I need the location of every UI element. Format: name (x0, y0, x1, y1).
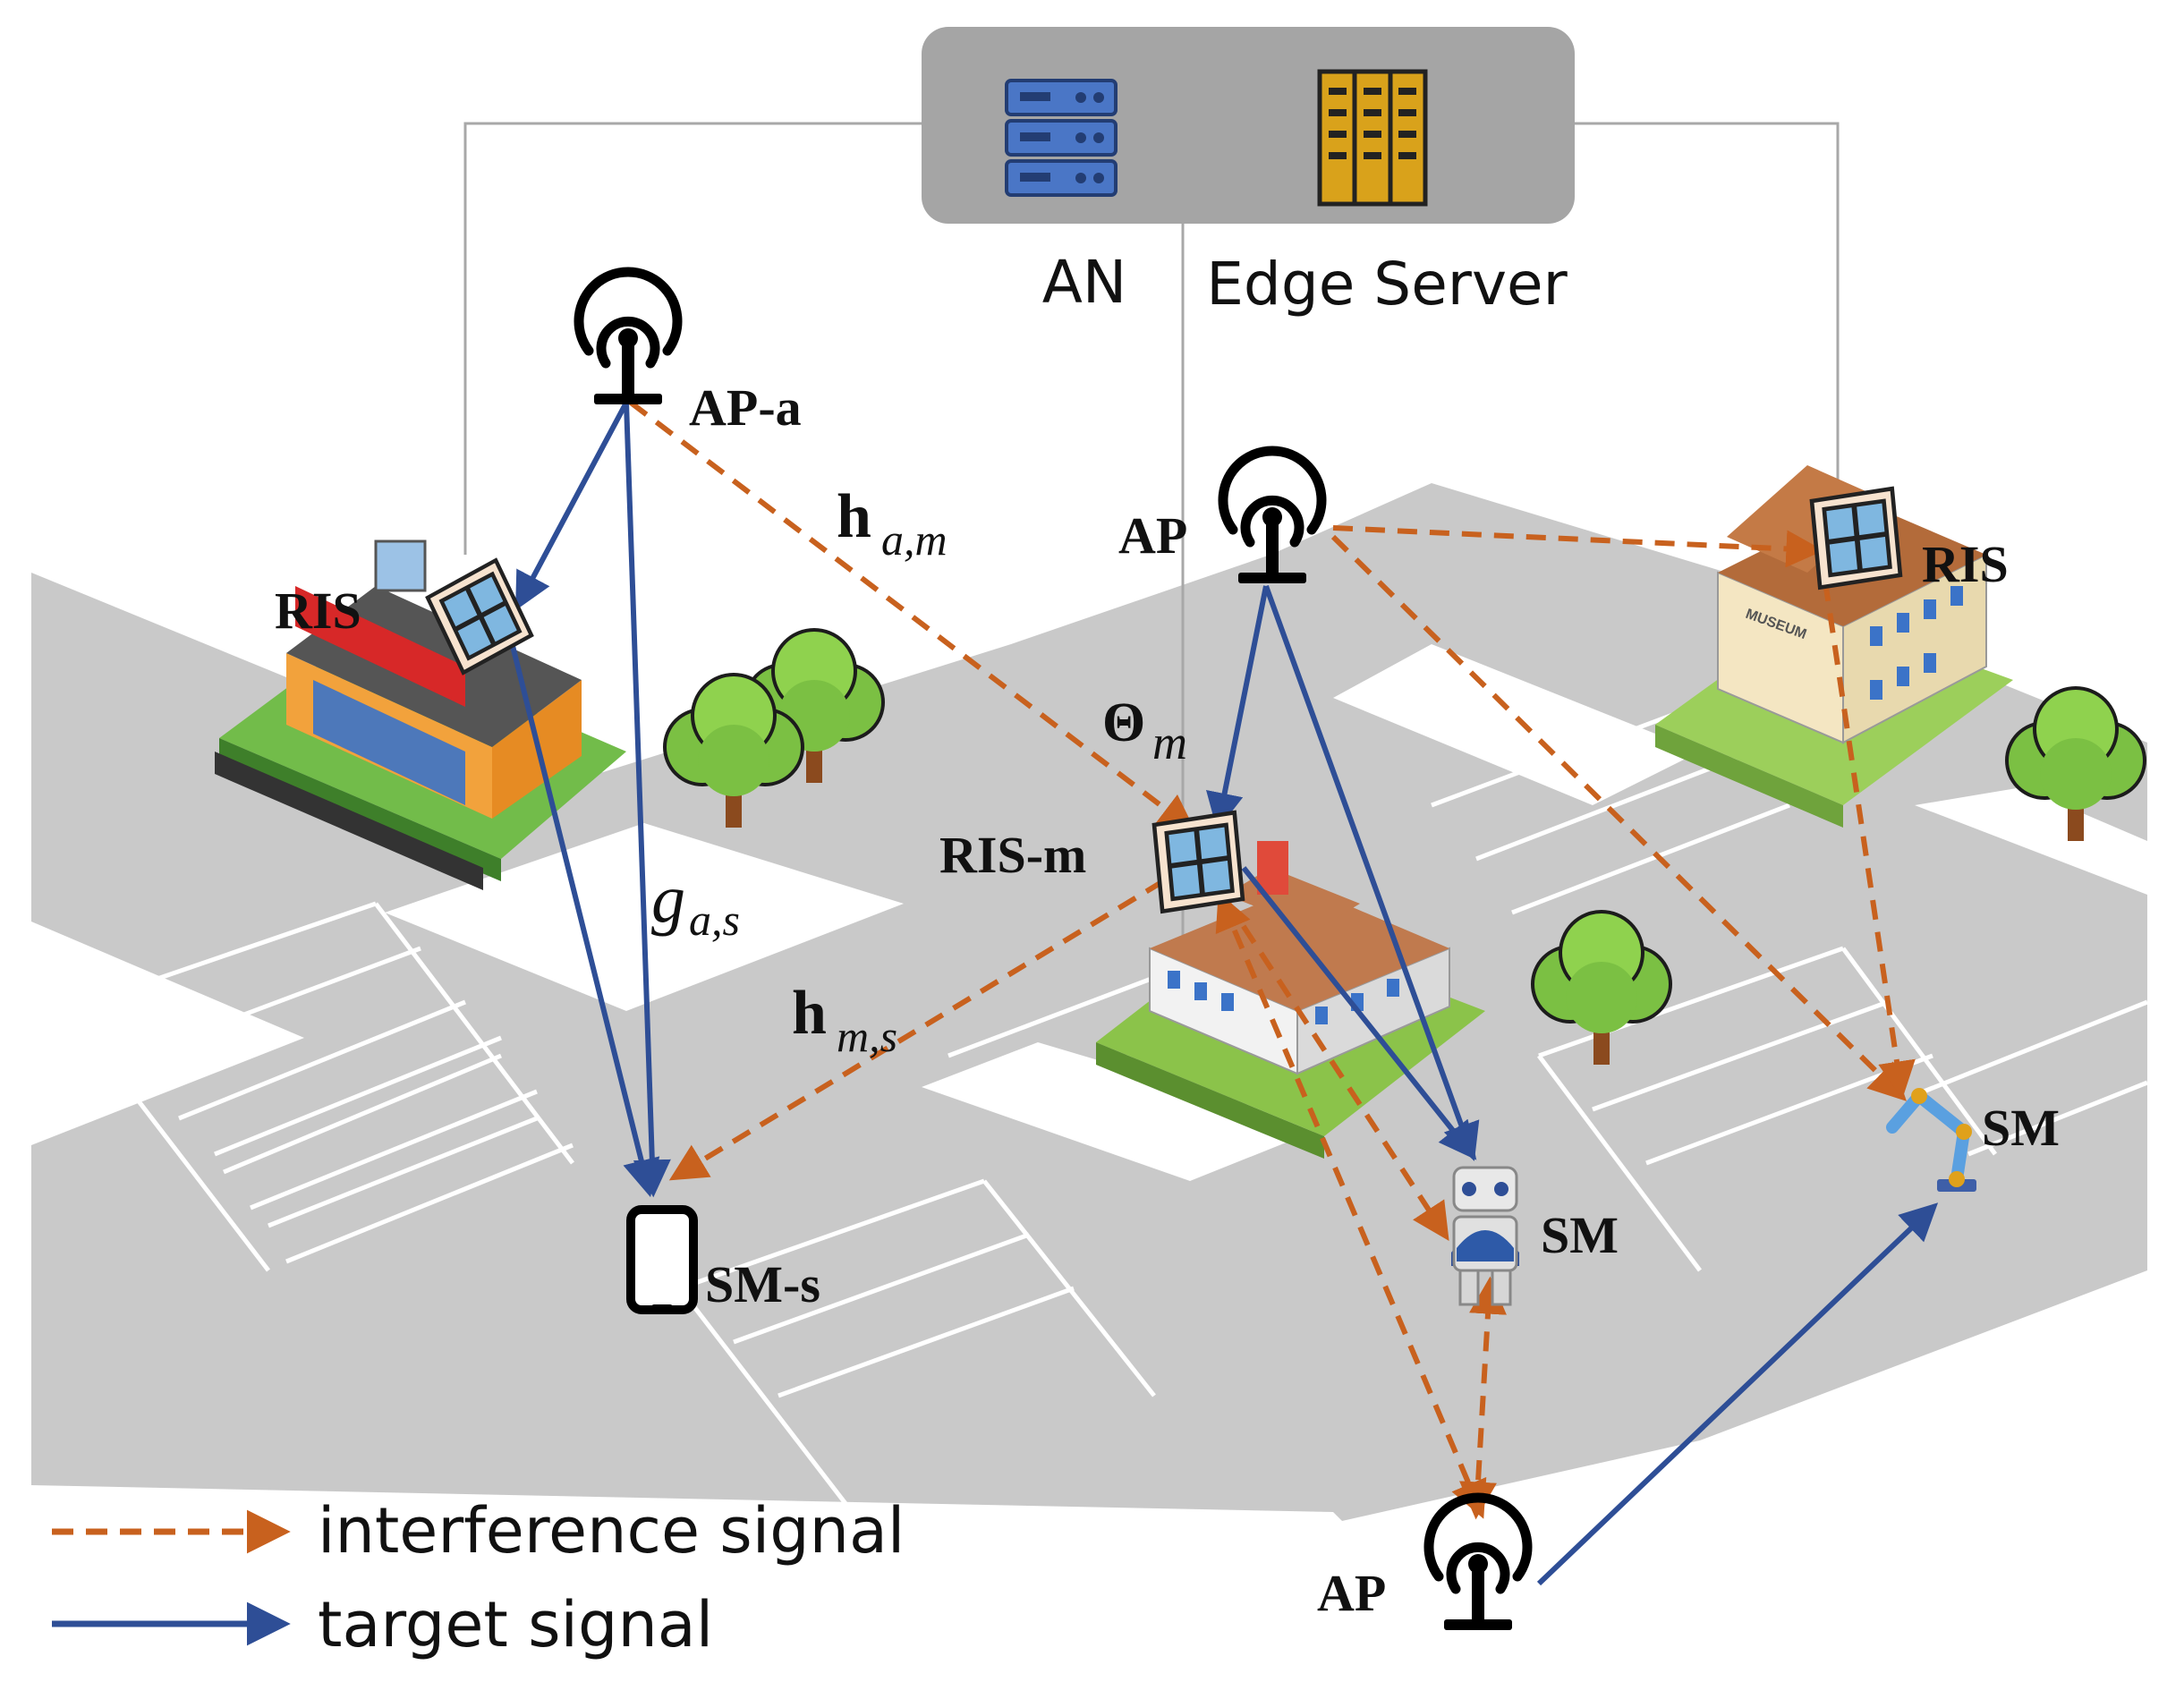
legend-interference-label: interference signal (318, 1494, 905, 1567)
channel-theta-m-sub: m (1152, 716, 1187, 769)
label-sm-arm: SM (1982, 1099, 2060, 1157)
interference-signal-links (629, 400, 1916, 1520)
channel-h-ms-sub: m,s (837, 1011, 897, 1061)
channel-h-ms: h m,s (792, 979, 897, 1061)
channel-h-ms-symbol: h (792, 979, 827, 1048)
robot-icon (1451, 1166, 1519, 1306)
link-ap-bottom-to-arm (1536, 1202, 1939, 1586)
link-apa-to-rism (629, 400, 1196, 833)
channel-theta-m-symbol: Θ (1102, 692, 1145, 753)
node-labels: AP-a AP AP RIS RIS-m RIS SM-s SM SM (275, 378, 2060, 1622)
link-ris-right-to-arm (1823, 581, 1916, 1100)
ris-panel-icon (1154, 812, 1243, 911)
antenna-icon (579, 272, 677, 404)
label-sm-robot: SM (1541, 1206, 1619, 1264)
label-ap-a: AP-a (689, 378, 802, 437)
restaurant-building (215, 539, 626, 890)
edge-server-label: Edge Server (1206, 250, 1568, 319)
label-ris-right: RIS (1922, 535, 2009, 593)
edge-server-icon (1317, 69, 1428, 207)
channel-h-am: h a,m (837, 482, 948, 565)
legend: interference signal target signal (52, 1494, 905, 1661)
label-ap-bottom: AP (1317, 1564, 1386, 1622)
link-ap-bottom-rism (1215, 892, 1487, 1519)
antenna-icon (1429, 1498, 1527, 1630)
channel-h-am-sub: a,m (881, 514, 948, 565)
core-network-box: AN Edge Server (922, 27, 1575, 319)
label-ris-left: RIS (275, 582, 361, 640)
channel-h-am-symbol: h (837, 482, 871, 551)
link-apa-to-ris-left (515, 401, 629, 611)
channel-theta-m: Θ m (1102, 692, 1187, 769)
link-ap-to-ris-right (1332, 525, 1824, 568)
link-ap-bottom-robot (1459, 1276, 1507, 1520)
label-sm-s: SM-s (705, 1255, 820, 1313)
server-rack-icon (1005, 79, 1117, 197)
link-ap-to-arm (1330, 534, 1907, 1101)
smartphone-icon (626, 1205, 698, 1314)
channel-labels: h a,m g a,s Θ m h m,s (651, 482, 1187, 1061)
link-apa-to-sms (624, 402, 671, 1198)
label-ap-center: AP (1118, 506, 1187, 565)
link-ris-left-to-sms (507, 634, 660, 1198)
channel-g-as-sub: a,s (689, 895, 740, 945)
robot-arm-icon (1886, 1088, 1976, 1192)
an-label: AN (1042, 248, 1127, 317)
legend-target-label: target signal (318, 1588, 713, 1661)
label-ris-m: RIS-m (939, 826, 1086, 884)
link-ap-to-rism (1205, 585, 1269, 831)
channel-g-as-symbol: g (651, 862, 685, 937)
channel-g-as: g a,s (651, 862, 740, 945)
ris-panel-icon (1812, 488, 1900, 587)
